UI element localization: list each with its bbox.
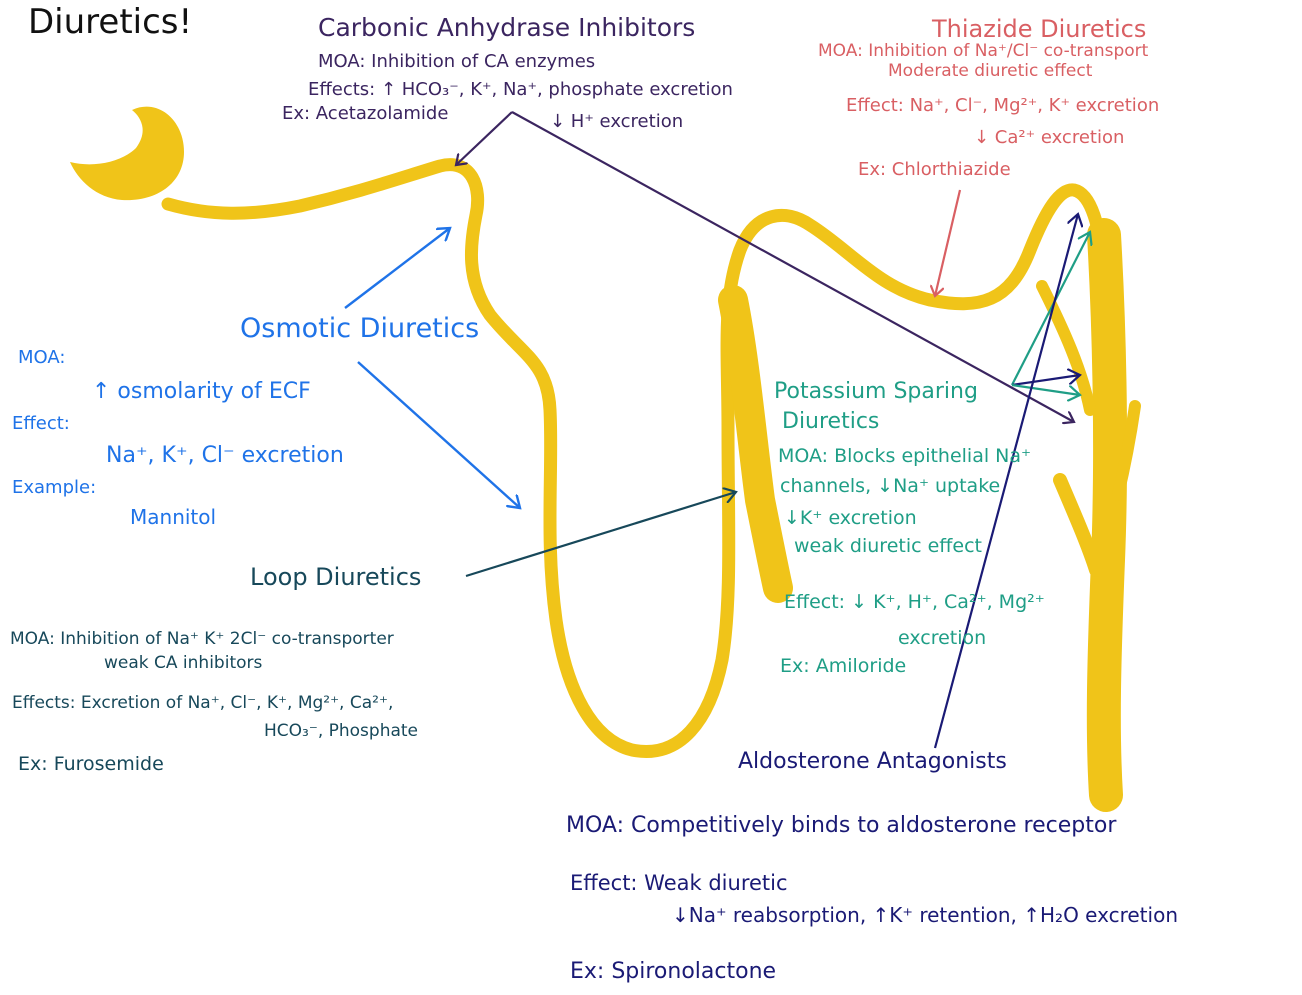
aldosterone-effect: Effect: Weak diuretic	[570, 872, 788, 895]
bowmans-capsule	[70, 107, 184, 200]
loop-heading: Loop Diuretics	[250, 564, 421, 590]
carbonic-effects-2: ↓ H⁺ excretion	[550, 112, 683, 132]
loop-moa: MOA: Inhibition of Na⁺ K⁺ 2Cl⁻ co-transp…	[10, 630, 394, 649]
potassium-example: Ex: Amiloride	[780, 656, 906, 677]
thiazide-effect: Effect: Na⁺, Cl⁻, Mg²⁺, K⁺ excretion	[846, 96, 1159, 116]
potassium-effect-2: excretion	[898, 628, 986, 649]
aldosterone-heading: Aldosterone Antagonists	[738, 750, 1007, 774]
potassium-effect: Effect: ↓ K⁺, H⁺, Ca²⁺, Mg²⁺	[784, 592, 1045, 613]
potassium-moa-2: channels, ↓Na⁺ uptake	[780, 476, 1000, 497]
osmotic-arrow-down	[358, 362, 520, 508]
aldosterone-effect-2: ↓Na⁺ reabsorption, ↑K⁺ retention, ↑H₂O e…	[672, 904, 1178, 926]
collecting-duct-branch-3	[1060, 480, 1096, 570]
loop-effects-2: HCO₃⁻, Phosphate	[264, 722, 418, 741]
osmotic-arrow-up	[345, 228, 450, 308]
collecting-duct	[1104, 235, 1110, 795]
thiazide-moa-2: Moderate diuretic effect	[888, 62, 1092, 81]
potassium-heading: Potassium Sparing	[774, 380, 978, 404]
carbonic-moa: MOA: Inhibition of CA enzymes	[318, 52, 595, 72]
potassium-moa-3: ↓K⁺ excretion	[784, 508, 917, 529]
carbonic-heading: Carbonic Anhydrase Inhibitors	[318, 14, 695, 42]
thiazide-arrow	[935, 190, 960, 296]
aldosterone-moa: MOA: Competitively binds to aldosterone …	[566, 814, 1116, 838]
carbonic-arrow-pct	[456, 112, 512, 165]
loop-arrow	[466, 492, 736, 576]
osmotic-moa-label: MOA:	[18, 348, 65, 368]
carbonic-effects: Effects: ↑ HCO₃⁻, K⁺, Na⁺, phosphate exc…	[308, 80, 733, 100]
osmotic-example: Mannitol	[130, 506, 216, 528]
thiazide-effect-2: ↓ Ca²⁺ excretion	[974, 128, 1124, 148]
loop-effects: Effects: Excretion of Na⁺, Cl⁻, K⁺, Mg²⁺…	[12, 694, 393, 713]
osmotic-effect-label: Effect:	[12, 414, 70, 434]
potassium-moa: MOA: Blocks epithelial Na⁺	[778, 446, 1031, 467]
potassium-heading-2: Diuretics	[782, 410, 879, 434]
carbonic-example: Ex: Acetazolamide	[282, 104, 448, 124]
potassium-arrow-2	[1012, 375, 1080, 385]
loop-moa-2: weak CA inhibitors	[104, 654, 262, 673]
aldosterone-example: Ex: Spironolactone	[570, 960, 776, 984]
osmotic-effect: Na⁺, K⁺, Cl⁻ excretion	[106, 444, 344, 468]
thiazide-example: Ex: Chlorthiazide	[858, 160, 1011, 180]
page-title: Diuretics!	[28, 4, 192, 41]
thick-ascending-limb	[733, 300, 778, 588]
osmotic-moa: ↑ osmolarity of ECF	[92, 380, 311, 404]
osmotic-example-label: Example:	[12, 478, 96, 498]
potassium-moa-4: weak diuretic effect	[794, 536, 982, 557]
osmotic-heading: Osmotic Diuretics	[240, 314, 479, 344]
loop-example: Ex: Furosemide	[18, 754, 164, 775]
thiazide-heading: Thiazide Diuretics	[932, 16, 1146, 42]
thiazide-moa: MOA: Inhibition of Na⁺/Cl⁻ co-transport	[818, 42, 1148, 61]
